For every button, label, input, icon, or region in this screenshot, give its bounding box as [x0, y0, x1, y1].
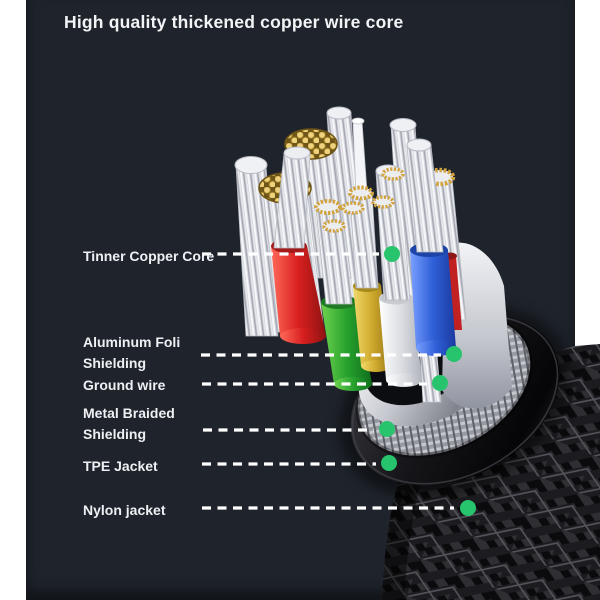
copper-ring-markers: [322, 167, 405, 233]
page-title: High quality thickened copper wire core: [64, 12, 404, 32]
marker-dot: [379, 421, 395, 437]
marker-dot: [381, 455, 397, 471]
wire-red: [271, 146, 326, 344]
marker-dot: [446, 346, 462, 362]
marker-dot: [460, 500, 476, 516]
callout-dots: [379, 246, 476, 516]
wire-blue: [406, 138, 456, 356]
marker-dot: [384, 246, 400, 262]
marker-dot: [432, 375, 448, 391]
callout-lines: [201, 252, 454, 510]
wire-green: [314, 199, 372, 391]
